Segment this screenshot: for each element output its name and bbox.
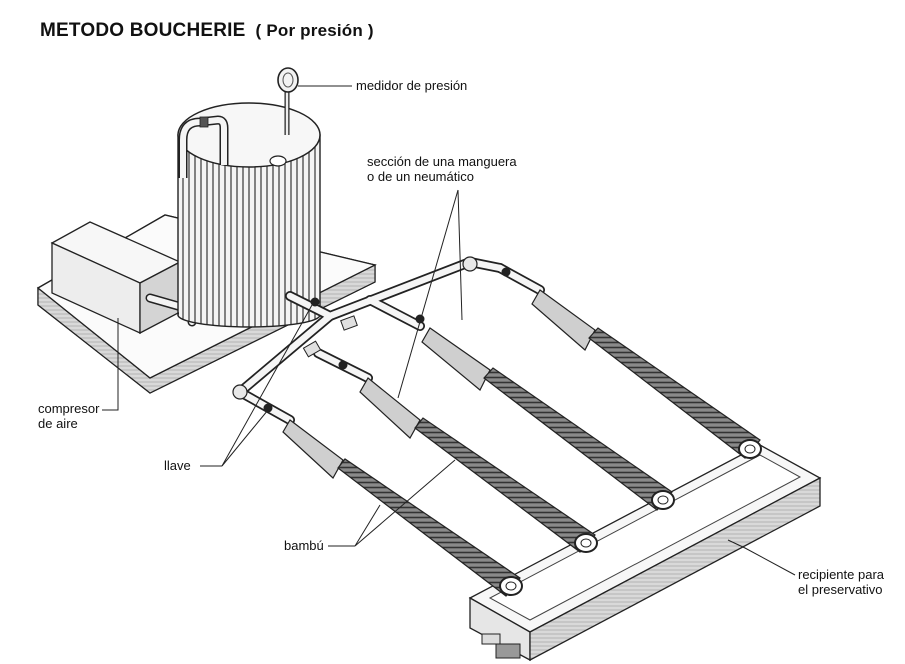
label-hose-section-2: o de un neumático bbox=[367, 169, 474, 184]
label-bamboo: bambú bbox=[284, 538, 324, 553]
diagram-title: METODO BOUCHERIE ( Por presión ) bbox=[40, 20, 374, 42]
leader-lines bbox=[102, 189, 796, 576]
bamboo-pole-2 bbox=[359, 377, 598, 553]
preservative-tank bbox=[177, 102, 321, 328]
pressure-gauge bbox=[277, 67, 352, 135]
label-hose-section-1: sección de una manguera bbox=[367, 154, 517, 169]
label-container-2: el preservativo bbox=[798, 582, 883, 597]
bamboo-pole-3 bbox=[421, 327, 675, 511]
bamboo-pole-1 bbox=[282, 419, 523, 597]
label-air-compressor-1: compresor bbox=[38, 401, 100, 416]
label-pressure-gauge: medidor de presión bbox=[356, 78, 467, 93]
label-container-1: recipiente para bbox=[798, 567, 885, 582]
label-valve: llave bbox=[164, 458, 191, 473]
preservative-container bbox=[468, 444, 822, 662]
valves bbox=[263, 267, 511, 413]
label-air-compressor-2: de aire bbox=[38, 416, 78, 431]
title-sub: ( Por presión ) bbox=[255, 21, 374, 40]
title-main: METODO BOUCHERIE bbox=[40, 20, 246, 41]
bamboo-pole-4 bbox=[531, 289, 762, 459]
